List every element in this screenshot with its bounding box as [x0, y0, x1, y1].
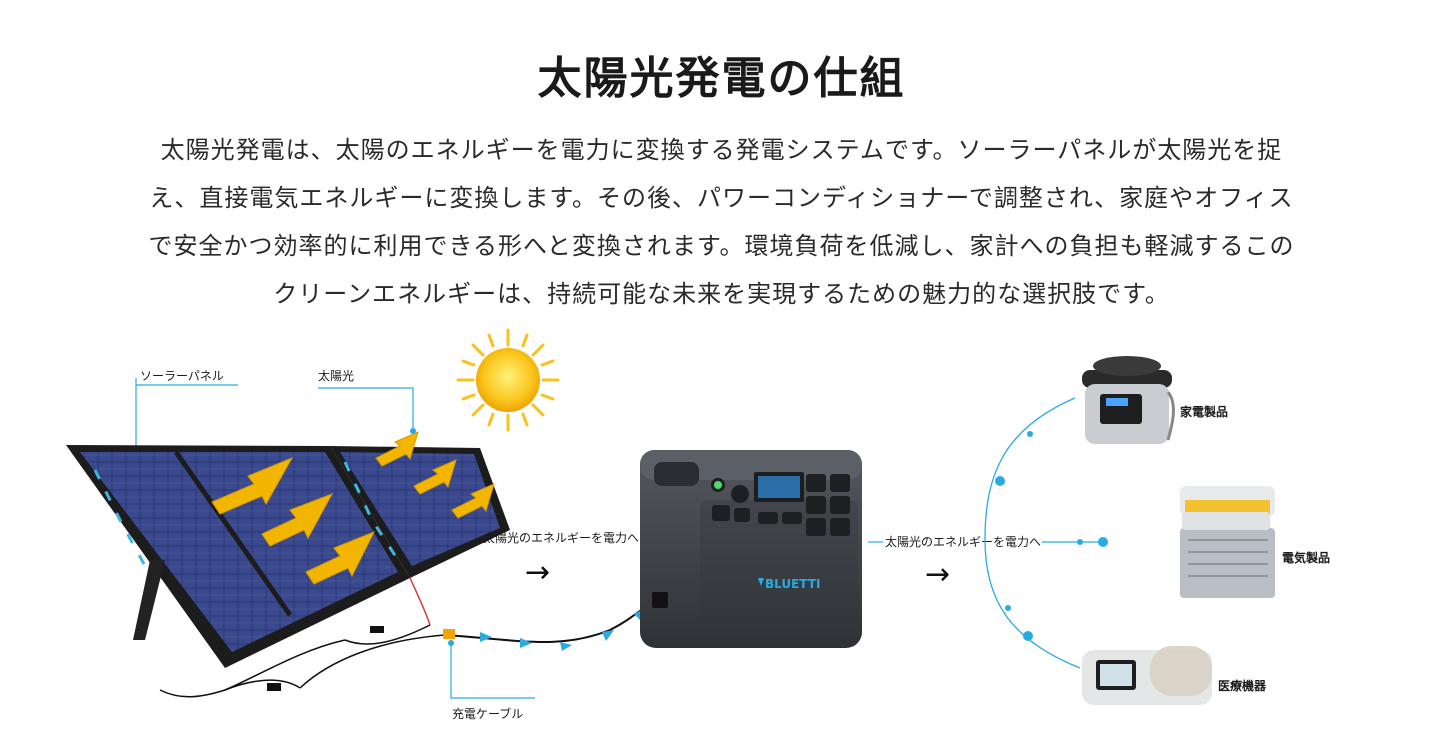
medical-device-icon	[1082, 646, 1212, 705]
description-line: で安全かつ効率的に利用できる形へと変換されます。環境負荷を低減し、家計への負担も…	[148, 232, 1295, 260]
description: 太陽光発電は、太陽のエネルギーを電力に変換する発電システムです。ソーラーパネルが…	[70, 126, 1373, 318]
description-line: クリーンエネルギーは、持続可能な未来を実現するための魅力的な選択肢です。	[273, 280, 1170, 308]
page-title: 太陽光発電の仕組	[537, 53, 906, 104]
charging-cable	[443, 599, 656, 651]
brand-label: BLUETTI	[765, 577, 820, 591]
sunlight-arrows	[211, 431, 495, 585]
charging-cable-label: 充電ケーブル	[452, 706, 523, 721]
sunlight-label: 太陽光	[318, 368, 354, 383]
home-appliance-icon	[1082, 356, 1175, 444]
description-line: 太陽光発電は、太陽のエネルギーを電力に変換する発電システムです。ソーラーパネルが…	[160, 136, 1283, 164]
sunlight-callout-line	[318, 387, 414, 430]
device-label-medical-equipment: 医療機器	[1218, 678, 1267, 693]
sun-icon	[456, 328, 560, 432]
solar-panel-label: ソーラーパネル	[140, 369, 224, 383]
panel-wiring	[159, 577, 446, 698]
charging-cable-callout-line	[450, 643, 535, 699]
flow-arrow-icon: →	[525, 555, 550, 590]
cooler-icon	[1180, 486, 1275, 598]
description-line: え、直接電気エネルギーに変換します。その後、パワーコンディショナーで調整され、家…	[149, 184, 1294, 212]
flow-arrow-icon: →	[925, 557, 950, 592]
distribution-arc	[984, 397, 1108, 669]
device-label-home-appliance: 家電製品	[1180, 404, 1228, 419]
flow-to-devices-label: 太陽光のエネルギーを電力へ	[885, 534, 1041, 549]
power-station: BLUETTI	[640, 450, 862, 648]
device-label-electric-appliance: 電気製品	[1282, 550, 1330, 565]
flow-to-station-label: 太陽光のエネルギーを電力へ	[483, 530, 639, 545]
